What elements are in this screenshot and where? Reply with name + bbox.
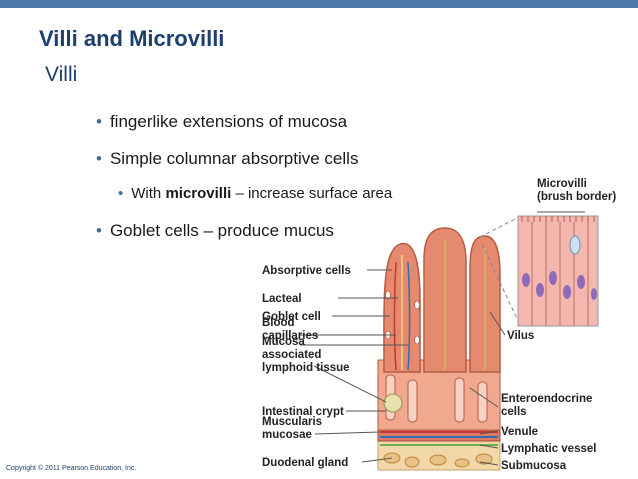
figure-label-line: Enteroendocrine	[501, 393, 592, 405]
figure-label-line: capillaries	[262, 330, 318, 342]
figure-label: Submucosa	[501, 460, 567, 472]
figure-label-line: Mucosa	[262, 336, 305, 348]
bullet-dot: •	[118, 185, 124, 202]
inset-cells	[531, 222, 589, 326]
bullet-item: • Goblet cells – produce mucus	[96, 221, 334, 241]
bullet-item: • fingerlike extensions of mucosa	[96, 112, 347, 132]
sub-bullet-item: • With microvilli – increase surface area	[118, 185, 392, 202]
villus-interior	[393, 240, 486, 371]
leader-lines	[300, 211, 585, 466]
figure-label-line: Lymphatic vessel	[501, 443, 596, 455]
right-labels: Microvilli(brush border) VilusEnteroendoc…	[501, 178, 616, 472]
microvilli-inset	[517, 215, 599, 327]
inset-goblet-cell	[569, 235, 581, 255]
figure-label-line: Microvilli	[537, 178, 587, 190]
sub-bullet-prefix: With	[131, 185, 166, 202]
figure-label-line: Blood	[262, 317, 295, 329]
bullet-text: Goblet cells – produce mucus	[109, 221, 334, 240]
figure-label-line: Venule	[501, 426, 538, 438]
figure-label: Goblet cell	[262, 311, 321, 323]
figure-label: Lacteal	[262, 293, 302, 305]
slide-title: Villi and Microvilli	[39, 26, 225, 51]
bullet-dot: •	[96, 112, 102, 131]
figure-label-line: cells	[501, 406, 527, 418]
figure-label-line: Intestinal crypt	[262, 406, 344, 418]
figure-label-line: Submucosa	[501, 460, 567, 472]
figure-label: Microvilli(brush border)	[537, 178, 616, 203]
figure-label-line: (brush border)	[537, 191, 616, 203]
figure-label-line: Goblet cell	[262, 311, 321, 323]
lymphoid-nodule	[383, 393, 403, 413]
duodenal-glands	[383, 452, 493, 468]
microvilli-brush	[521, 216, 595, 222]
figure-label: Absorptive cells	[262, 265, 351, 277]
bullet-text: fingerlike extensions of mucosa	[109, 112, 348, 131]
bullet-dot: •	[96, 221, 102, 240]
figure-label-line: Muscularis	[262, 416, 322, 428]
figure-label: Intestinal crypt	[262, 406, 344, 418]
sub-bullet-bold: microvilli	[165, 185, 232, 202]
figure-label-line: lymphoid tissue	[262, 362, 350, 374]
figure-label: Vilus	[507, 330, 534, 342]
figure-label-line: Absorptive cells	[262, 265, 351, 277]
blood-vessels	[380, 431, 498, 446]
figure-label-line: associated	[262, 349, 321, 361]
figure-label-line: Lacteal	[262, 293, 302, 305]
figure-label: Duodenal gland	[262, 457, 348, 469]
zoom-lines	[479, 217, 521, 326]
figure-label-line: Duodenal gland	[262, 457, 348, 469]
figure-label-line: Vilus	[507, 330, 534, 342]
bullet-text: Simple columnar absorptive cells	[109, 149, 359, 168]
figure-label-line: mucosae	[262, 429, 312, 441]
figure-label: Venule	[501, 426, 538, 438]
bullet-item: • Simple columnar absorptive cells	[96, 149, 358, 169]
sub-bullet-suffix: – increase surface area	[231, 185, 393, 202]
slide-subtitle: Villi	[45, 63, 78, 86]
inset-nuclei	[522, 271, 597, 300]
bullet-dot: •	[96, 149, 102, 168]
top-accent-bar	[0, 0, 638, 8]
figure-label: Lymphatic vessel	[501, 443, 596, 455]
copyright-notice: Copyright © 2011 Pearson Education, Inc.	[6, 465, 137, 472]
